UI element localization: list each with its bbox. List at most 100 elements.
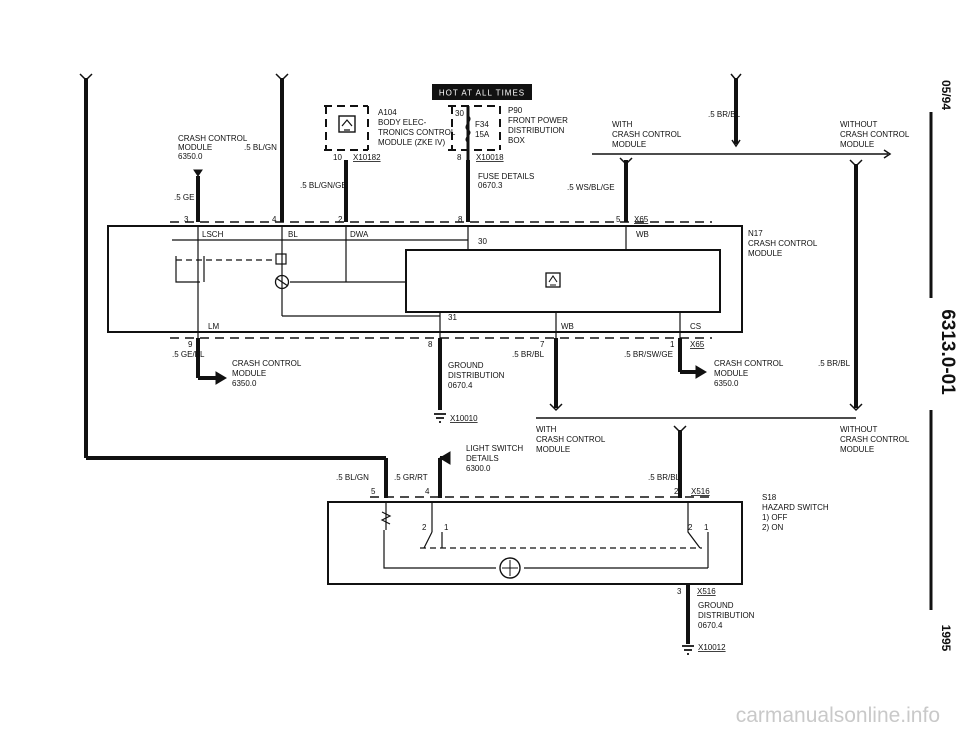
- contact-1b: 1: [704, 523, 709, 532]
- side-date: 05/94: [939, 80, 953, 110]
- contact-2b: 2: [688, 523, 693, 532]
- x10012: X10012: [698, 643, 726, 652]
- a104-box: [324, 105, 369, 151]
- top-labels: CRASH CONTROL MODULE 6350.0 .5 BL/GN .5 …: [174, 106, 910, 202]
- a104-1: A104: [378, 108, 397, 117]
- sw-ground-1: GROUND: [698, 601, 734, 610]
- without-crash-mid-3: MODULE: [840, 445, 874, 454]
- with-crash-mid-2: CRASH CONTROL: [536, 435, 606, 444]
- mod-x65: X65: [634, 215, 649, 224]
- lower-wires: [196, 338, 856, 498]
- sw-pin4: 4: [425, 487, 430, 496]
- a104-3: TRONICS CONTROL: [378, 128, 456, 137]
- a104-2: BODY ELEC-: [378, 118, 427, 127]
- mod-pin4: 4: [272, 215, 277, 224]
- wire-br-bl-top: .5 BR/BL: [708, 110, 741, 119]
- lbl-lm: LM: [208, 322, 219, 331]
- wire-ws-bl-ge: .5 WS/BL/GE: [567, 183, 615, 192]
- a104-4: MODULE (ZKE IV): [378, 138, 445, 147]
- ground-mid-3: 0670.4: [448, 381, 473, 390]
- sw-pin3: 3: [677, 587, 682, 596]
- crash-left-1: CRASH CONTROL: [178, 134, 248, 143]
- lbl-bl: BL: [288, 230, 298, 239]
- pin-10: 10: [333, 153, 342, 162]
- crash-a-2: MODULE: [232, 369, 266, 378]
- lbl-pin30: 30: [478, 237, 487, 246]
- x10018: X10018: [476, 153, 504, 162]
- lbl-dwa: DWA: [350, 230, 369, 239]
- amp-15: 15A: [475, 130, 490, 139]
- with-crash-top-1: WITH: [612, 120, 633, 129]
- x10182: X10182: [353, 153, 381, 162]
- side-margin: 05/94 6313.0-01 1995: [929, 80, 958, 652]
- mod-pin9: 9: [188, 340, 193, 349]
- sw-x516b: X516: [697, 587, 716, 596]
- s18-switch: [327, 496, 743, 655]
- lbl-wb: WB: [636, 230, 649, 239]
- n17-module: [107, 221, 743, 339]
- wire-ge: .5 GE: [174, 193, 194, 202]
- sw-wire-bl-gn: .5 BL/GN: [336, 473, 369, 482]
- s18-4: 2) ON: [762, 523, 784, 532]
- side-code: 6313.0-01: [937, 309, 958, 395]
- ground-mid-1: GROUND: [448, 361, 484, 370]
- p90-pin30: 30: [455, 109, 464, 118]
- mod-pin8b: 8: [428, 340, 433, 349]
- ground-mid-2: DISTRIBUTION: [448, 371, 505, 380]
- mid-labels: .5 GE/BL CRASH CONTROL MODULE 6350.0 GRO…: [172, 350, 910, 473]
- sw-ground-3: 0670.4: [698, 621, 723, 630]
- wire-bl-gn: .5 BL/GN: [244, 143, 277, 152]
- light-switch-3: 6300.0: [466, 464, 491, 473]
- crash-b-1: CRASH CONTROL: [714, 359, 784, 368]
- mod-pin7: 7: [540, 340, 545, 349]
- lbl-cs: CS: [690, 322, 701, 331]
- mod-pin5: 5: [616, 215, 621, 224]
- contact-2: 2: [422, 523, 427, 532]
- fuse-details-2: 0670.3: [478, 181, 503, 190]
- sw-wire-gr-rt: .5 GR/RT: [394, 473, 428, 482]
- n17-2: CRASH CONTROL: [748, 239, 818, 248]
- wire-br-sw-ge: .5 BR/SW/GE: [624, 350, 673, 359]
- s18-3: 1) OFF: [762, 513, 787, 522]
- without-crash-mid-1: WITHOUT: [840, 425, 877, 434]
- mod-pin3: 3: [184, 215, 189, 224]
- without-crash-top-1: WITHOUT: [840, 120, 877, 129]
- watermark: carmanualsonline.info: [736, 704, 940, 727]
- mod-pin8: 8: [458, 215, 463, 224]
- pin-8-top: 8: [457, 153, 462, 162]
- banner-text: HOT AT ALL TIMES: [439, 89, 525, 98]
- side-year: 1995: [939, 625, 953, 652]
- s18-2: HAZARD SWITCH: [762, 503, 829, 512]
- crash-a-3: 6350.0: [232, 379, 257, 388]
- switch-labels: .5 BL/GN .5 GR/RT .5 BR/BL 5 4 2 X516 S1…: [336, 473, 829, 652]
- sw-pin2: 2: [674, 487, 679, 496]
- crash-a-1: CRASH CONTROL: [232, 359, 302, 368]
- sw-ground-2: DISTRIBUTION: [698, 611, 755, 620]
- without-crash-top-3: MODULE: [840, 140, 874, 149]
- n17-1: N17: [748, 229, 763, 238]
- contact-1: 1: [444, 523, 449, 532]
- sw-x516: X516: [691, 487, 710, 496]
- crash-b-2: MODULE: [714, 369, 748, 378]
- with-crash-top-3: MODULE: [612, 140, 646, 149]
- crash-left-2: MODULE: [178, 143, 212, 152]
- light-switch-1: LIGHT SWITCH: [466, 444, 523, 453]
- lbl-pin31: 31: [448, 313, 457, 322]
- p90-3: DISTRIBUTION: [508, 126, 565, 135]
- x10010: X10010: [450, 414, 478, 423]
- without-crash-mid-2: CRASH CONTROL: [840, 435, 910, 444]
- with-crash-top-2: CRASH CONTROL: [612, 130, 682, 139]
- sw-wire-br-bl: .5 BR/BL: [648, 473, 681, 482]
- hot-at-all-times-banner: [432, 84, 532, 100]
- wire-bl-gn-ge: .5 BL/GN/GE: [300, 181, 347, 190]
- wire-br-bl-mid: .5 BR/BL: [512, 350, 545, 359]
- lbl-lsch: LSCH: [202, 230, 224, 239]
- module-labels: 3 4 2 8 5 X65 LSCH BL DWA WB 30 31 LM WB…: [184, 215, 818, 349]
- mod-pin1: 1: [670, 340, 675, 349]
- n17-3: MODULE: [748, 249, 782, 258]
- wire-br-bl-right: .5 BR/BL: [818, 359, 851, 368]
- f34: F34: [475, 120, 489, 129]
- p90-2: FRONT POWER: [508, 116, 568, 125]
